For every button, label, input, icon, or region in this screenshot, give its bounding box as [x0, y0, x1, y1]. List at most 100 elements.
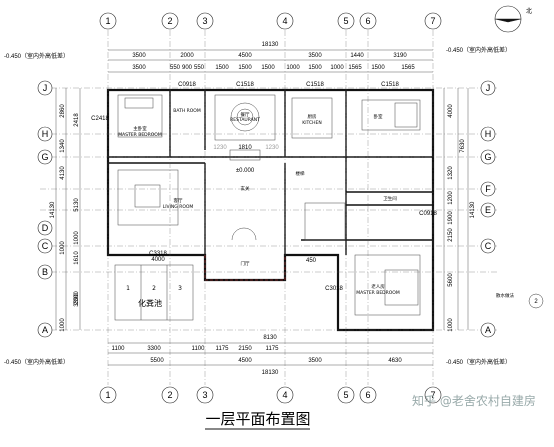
- dim-bottom-tier1: 3300: [147, 346, 161, 352]
- septic-cell-2: 2: [152, 285, 156, 292]
- dim-right: 4000: [448, 104, 454, 118]
- axis-bubble-icon: [37, 220, 53, 236]
- axis-label-v: 5: [343, 16, 348, 26]
- axis-label-v: 7: [430, 16, 435, 26]
- dim-top-tier1: 3190: [393, 53, 407, 59]
- dim-left: 3390: [74, 293, 80, 307]
- room-master-left-cn: 主卧室: [133, 125, 147, 132]
- axis-bubble-icon: [424, 12, 442, 30]
- dim-right: 7630: [460, 139, 466, 153]
- section-tag-icon: [528, 293, 544, 309]
- axis-label-h: J: [43, 83, 48, 93]
- dim-left: 1000: [60, 318, 66, 332]
- dim-top-tier2: 1500: [371, 65, 385, 71]
- room-kitchen: KITCHEN: [302, 120, 322, 126]
- level-note-left-bottom: -0.450（室内外高低差）: [4, 358, 69, 366]
- room-dining-cn: 餐厅: [241, 111, 250, 118]
- entrance-level: ±0.000: [236, 168, 255, 174]
- dim-left: 5130: [74, 198, 80, 212]
- dim-right: 1900: [448, 211, 454, 225]
- axis-bubble-icon: [37, 149, 53, 165]
- room-living: LIVING ROOM: [163, 204, 194, 210]
- dim-bottom-tier1: 1175: [266, 346, 280, 352]
- dim-bottom-tier1: 1100: [112, 346, 126, 352]
- level-note-left-top: -0.450（室内外高低差）: [4, 52, 69, 60]
- axis-bubble-icon: [161, 12, 179, 30]
- axis-label-v: 2: [167, 390, 172, 400]
- axis-label-h: G: [484, 152, 491, 162]
- axis-label-h: C: [42, 241, 49, 251]
- level-note-right-top: -0.450（室内外高低差）: [446, 46, 511, 54]
- dim-bottom-tier1: 2150: [238, 346, 252, 352]
- axis-bubble-icon: [99, 386, 117, 404]
- axis-bubble-icon: [337, 12, 355, 30]
- axis-label-h: J: [486, 83, 491, 93]
- room-master-right: MASTER BEDROOM: [356, 290, 400, 296]
- room-hall: 门厅: [241, 260, 250, 267]
- dim-450: 450: [306, 258, 317, 264]
- axis-label-v: 5: [343, 390, 348, 400]
- room-living-cn: 客厅: [174, 197, 183, 204]
- axis-label-h: G: [41, 152, 48, 162]
- septic-cell-3: 3: [178, 285, 182, 292]
- axis-bubble-icon: [424, 386, 442, 404]
- dim-left: 2000: [74, 291, 80, 305]
- septic-cell-1: 1: [126, 285, 130, 292]
- dining-table-icon: [230, 102, 260, 132]
- axis-label-v: 1: [105, 16, 110, 26]
- dim-top-tier1: 3500: [308, 53, 322, 59]
- window-tag: C1518: [306, 82, 324, 88]
- axis-bubble-icon: [37, 238, 53, 254]
- dim-top-tier2: 1500: [261, 65, 275, 71]
- axis-bubble-icon: [37, 126, 53, 142]
- axis-bubble-icon: [161, 386, 179, 404]
- room-master-left: MASTER BEDROOM: [118, 132, 162, 138]
- axis-label-h: H: [42, 129, 49, 139]
- window-tag: C0918: [419, 211, 437, 217]
- dim-top-tier1: 1440: [350, 53, 364, 59]
- axis-bubble-icon: [480, 238, 496, 254]
- window-tag: C3318: [149, 251, 167, 257]
- window-tag: C3018: [325, 286, 343, 292]
- dim-bottom-tier2: 4630: [388, 358, 402, 364]
- overall-bottom-dim: 18130: [262, 370, 279, 376]
- axis-label-h: F: [485, 184, 491, 194]
- axis-label-v: 6: [365, 16, 370, 26]
- axis-label-v: 6: [365, 390, 370, 400]
- axis-bubble-icon: [480, 149, 496, 165]
- axis-bubble-icon: [337, 386, 355, 404]
- dim-bottom-tier2: 3500: [308, 358, 322, 364]
- room-restaurant: RESTAURANT: [230, 117, 260, 123]
- dim-top-tier2: 550: [170, 65, 181, 71]
- dim-right: 14130: [470, 201, 476, 218]
- window-tag: C1518: [381, 82, 399, 88]
- level-note-right-bottom: -0.450（室内外高低差）: [446, 358, 511, 366]
- dim-bottom-tier1: 1175: [216, 346, 230, 352]
- dim-right: 5600: [448, 273, 454, 287]
- dim-right: 1000: [448, 318, 454, 332]
- dim-top-tier2: 1565: [401, 65, 415, 71]
- dim-bottom-tier2: 5500: [150, 358, 164, 364]
- dim-1230-right: 1230: [265, 145, 279, 151]
- dim-left: 1610: [74, 251, 80, 265]
- axis-label-v: 1: [105, 390, 110, 400]
- north-pointer-icon: [494, 18, 522, 23]
- dim-right: 2150: [448, 228, 454, 242]
- dim-top-tier2: 3500: [132, 65, 146, 71]
- axis-label-h: A: [42, 325, 48, 335]
- dim-bottom-tier2: 4500: [238, 358, 252, 364]
- room-bath-right: 卫生间: [383, 195, 397, 202]
- axis-bubble-icon: [37, 322, 53, 338]
- dim-top-tier2: 1500: [308, 65, 322, 71]
- room-septic: 化粪池: [138, 298, 162, 308]
- axis-bubble-icon: [196, 386, 214, 404]
- dim-top-tier2: 1000: [330, 65, 344, 71]
- dim-left: 14130: [50, 201, 56, 218]
- window-tag: C2418: [91, 116, 109, 122]
- axis-label-v: 2: [167, 16, 172, 26]
- section-tag: 2: [534, 299, 538, 305]
- axis-bubble-icon: [37, 264, 53, 280]
- axis-label-h: D: [42, 223, 49, 233]
- axis-label-v: 4: [282, 16, 287, 26]
